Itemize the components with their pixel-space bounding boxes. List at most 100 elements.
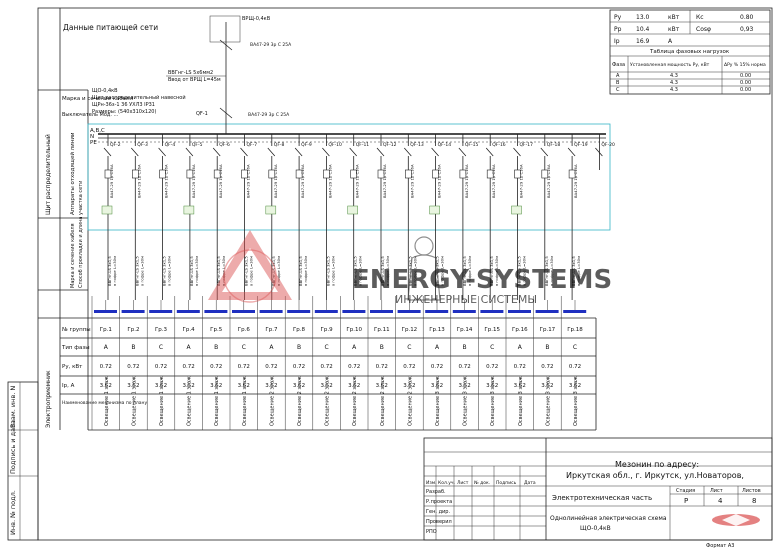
diff-device-symbol — [132, 169, 139, 179]
group-number: Гр.11 — [374, 327, 390, 333]
device-row-label: Выключатель Мод. ... — [62, 112, 119, 118]
group-phase: A — [435, 344, 440, 351]
tb-role-rpo: РПО — [426, 529, 437, 535]
feeder-cable-label: ВВГнг-LS 3х1,5 — [244, 256, 249, 286]
group-blue-bar — [342, 310, 366, 313]
feeder-breaker-label: ВА47-29 1р С16А — [300, 164, 305, 198]
watermark-ring-icon — [223, 249, 277, 303]
group-consumer-name: Освещение 3 этаж — [545, 376, 551, 426]
feeder-breaker-symbol — [458, 147, 467, 157]
group-power: 0.72 — [403, 364, 415, 370]
group-phase: B — [214, 344, 218, 351]
group-current: 3.52 — [210, 383, 222, 389]
phase-a: A — [616, 73, 620, 79]
group-phase: A — [187, 344, 192, 351]
feeder-breaker-symbol — [513, 147, 521, 157]
group-consumer-name: Освещение 3 этаж — [573, 376, 579, 426]
group-blue-bar — [149, 310, 173, 313]
diff-device-symbol — [514, 169, 521, 179]
diff-device-symbol — [241, 169, 248, 179]
feeder-breaker-label: ВА47-29 1р С16А — [409, 164, 414, 198]
feeder-breaker-symbol — [595, 147, 603, 157]
group-consumer-name: Освещение 3 этаж — [490, 376, 496, 426]
laying-category-label: Способ прокладки и длина участка сети — [78, 181, 84, 288]
py-value: 13.0 — [636, 14, 650, 21]
feeder-breaker-symbol — [431, 147, 439, 157]
feeder-breaker-symbol — [267, 147, 276, 157]
feeder-breaker-label: ВА47-29 1р С16А — [382, 164, 387, 198]
title-block-frame — [423, 437, 773, 541]
feeder-laying-label: в гофре L=30м — [385, 256, 390, 286]
diff-device-symbol — [268, 169, 276, 179]
feeder-cable-label: ВВГнг-LS 3х1,5 — [216, 256, 221, 286]
group-power: 0.72 — [293, 364, 305, 370]
watermark-logo-icon — [208, 230, 292, 300]
feeder-laying-label: в гофре L=30м — [167, 256, 172, 286]
main-breaker-name: QF-1 — [196, 111, 208, 117]
group-power: 0.72 — [155, 364, 167, 370]
feeder-breaker-label: ВА47-29 1р С16А — [191, 164, 196, 198]
group-blue-bar — [563, 310, 587, 313]
tb-header-list: Лист — [457, 480, 469, 486]
group-blue-bar — [176, 310, 200, 313]
phase-b: B — [616, 80, 620, 86]
panel-desc: Щит распределительный навесной — [92, 94, 186, 101]
feeder-qf-label: QF-12 — [383, 142, 397, 148]
feeder-breaker-symbol — [567, 147, 576, 157]
feeder-qf-label: QF-13 — [410, 142, 424, 148]
pct-col-header: ΔPy % 15% норма — [724, 62, 766, 68]
phase-col-header: Фаза — [612, 62, 625, 68]
group-current: 3.52 — [569, 383, 581, 389]
group-power: 0.72 — [127, 364, 139, 370]
group-number: Гр.8 — [293, 327, 306, 333]
group-blue-bar — [314, 310, 338, 313]
diff-device-symbol — [104, 169, 112, 179]
phase-b-pct: 0.00 — [740, 80, 751, 86]
supply-cable-label: ВВГнг-LS 5х6мм2 — [168, 70, 213, 76]
feeder-cable-label: ВВГнг-LS 3х1,5 — [162, 256, 167, 286]
diff-device-symbol — [186, 169, 194, 179]
phase-table-title: Таблица фазовых нагрузок — [649, 49, 730, 55]
feeder-cable-label: ВВГнг-LS 3х1,5 — [517, 256, 522, 286]
feeder-breaker-symbol — [485, 147, 494, 157]
diff-device-symbol — [404, 169, 412, 179]
rcd-marker-icon — [265, 205, 277, 215]
feeder-laying-label: в гофре L=30м — [412, 256, 417, 286]
watermark-tagline: ИНЖЕНЕРНЫЕ СИСТЕМЫ — [395, 293, 537, 306]
cos-label: Cosφ — [696, 26, 711, 33]
feeder-breaker-label: ВА47-29 1р С16А — [327, 164, 332, 198]
tb-header-date: Дата — [524, 480, 536, 486]
group-current: 3.52 — [403, 383, 415, 389]
group-number: Гр.2 — [127, 327, 139, 333]
title-block: Мезонин по адресу: Иркутская обл., г. Ир… — [423, 437, 773, 549]
group-phase: C — [324, 344, 328, 351]
diff-device-symbol — [432, 169, 439, 179]
group-number: Гр.9 — [321, 327, 334, 333]
feeder-breaker-label: ВА47-29 1р С16А — [218, 164, 223, 198]
feeder-laying-label: в гофре L=30м — [221, 256, 226, 286]
group-current: 3.52 — [348, 383, 360, 389]
bus-pe-label: PE — [90, 140, 97, 146]
group-current: 3.52 — [182, 383, 194, 389]
sheet-value: 4 — [718, 497, 723, 505]
feeder-cable-label: ВВГнг-LS 3х1,5 — [189, 256, 194, 286]
main-breaker-symbol — [219, 107, 233, 119]
